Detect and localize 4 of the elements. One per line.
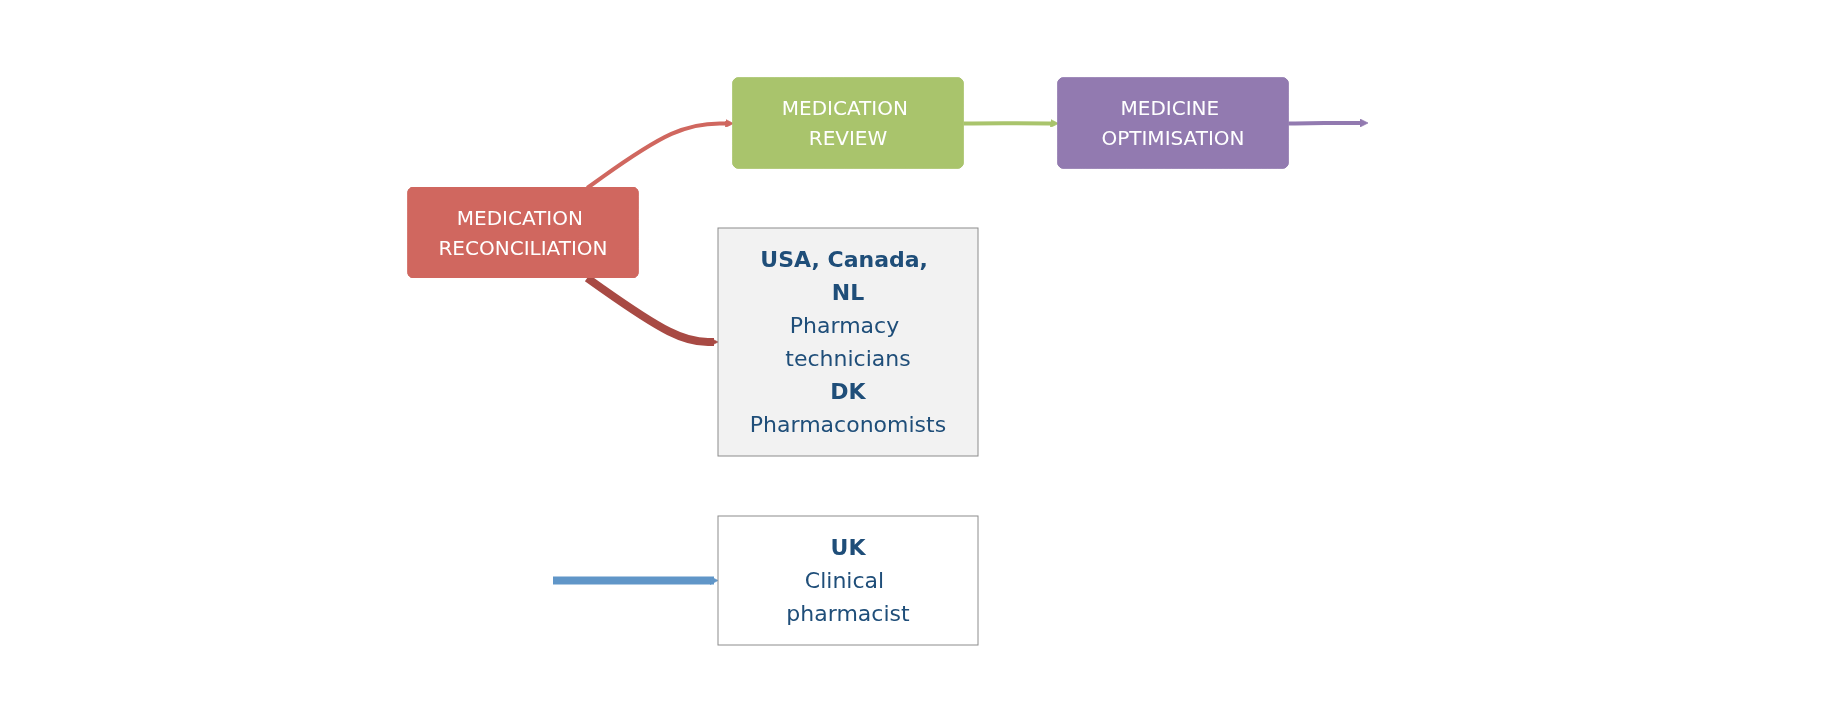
node-box: UK Clinical pharmacist (717, 515, 979, 645)
arrow (963, 118, 1059, 128)
arrow (1288, 118, 1369, 127)
node-box: USA, Canada, NL Pharmacy technicians DK Pharmaconomists (717, 227, 979, 456)
